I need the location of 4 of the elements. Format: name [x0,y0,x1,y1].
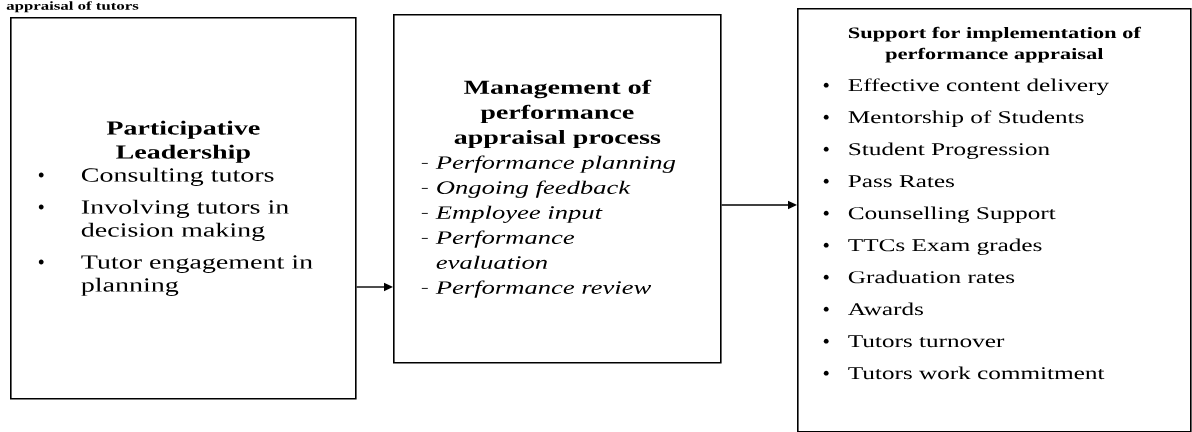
process-box: Support for implementation of performance appraisal Effective content delivery Mentorship of Students Student Progression Pass Rates Counselling Support TTCs Exam grades Graduation rates Awards Tutors turnover Tutors work commitment [797,8,1192,432]
process-box: Participative Leadership Consulting tutors Involving tutors in decision making Tutor engagement in planning [10,17,357,400]
title: appraisal of tutors [6,1,139,13]
process-box: Management of performance appraisal process Performance planning Ongoing feedback Employee input Performance evaluation Performance review [393,14,722,364]
